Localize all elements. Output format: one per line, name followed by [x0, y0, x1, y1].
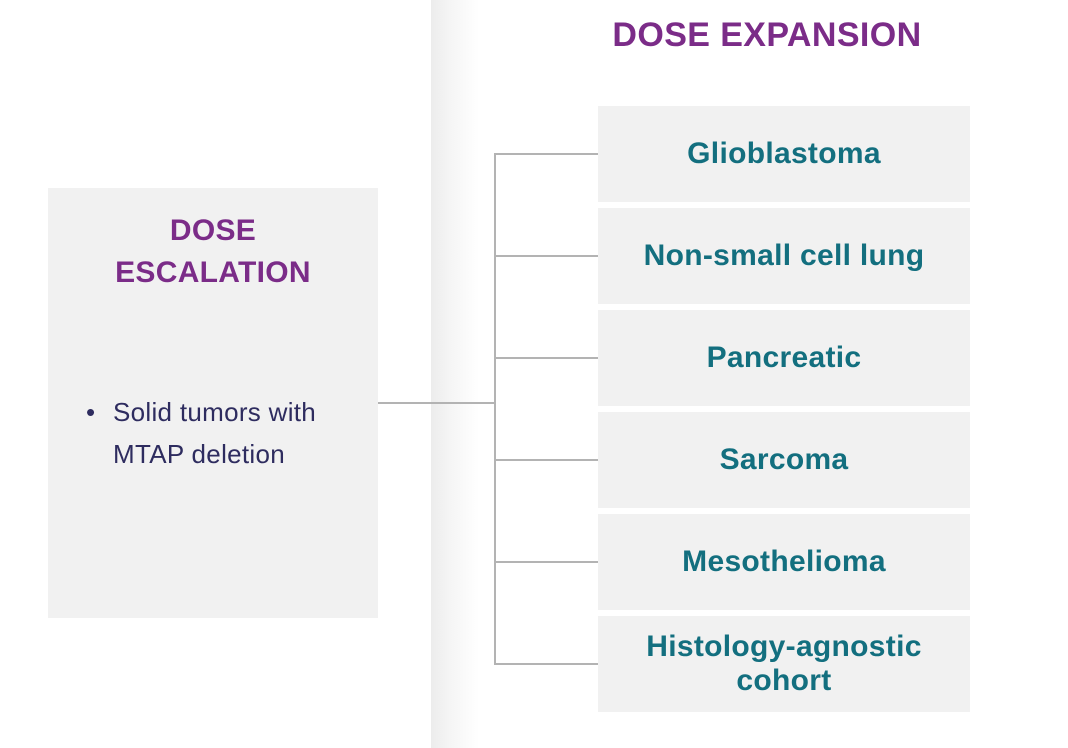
page-fold-gradient: [431, 0, 479, 748]
cohort-box-sarcoma: Sarcoma: [598, 412, 970, 508]
bullet-icon: •: [86, 397, 96, 427]
dose-escalation-box: DOSE ESCALATION • Solid tumors with MTAP…: [48, 188, 378, 618]
connector-branch-line: [494, 459, 598, 461]
cohort-label: Sarcoma: [719, 443, 849, 476]
dose-escalation-title: DOSE ESCALATION: [115, 214, 311, 289]
escalation-bullet-text: Solid tumors with MTAP deletion: [113, 397, 317, 469]
cohort-label: Mesothelioma: [682, 545, 886, 578]
cohort-label: Non-small cell lung: [643, 239, 925, 272]
connector-root-line: [378, 402, 496, 404]
connector-branch-line: [494, 357, 598, 359]
cohort-box-non-small-cell-lung: Non-small cell lung: [598, 208, 970, 304]
cohort-label: Histology-agnostic cohort: [646, 630, 922, 697]
connector-trunk-line: [494, 153, 496, 665]
cohort-label: Glioblastoma: [687, 137, 881, 170]
cohort-box-pancreatic: Pancreatic: [598, 310, 970, 406]
cohort-box-glioblastoma: Glioblastoma: [598, 106, 970, 202]
connector-branch-line: [494, 153, 598, 155]
connector-branch-line: [494, 255, 598, 257]
dose-expansion-title: DOSE EXPANSION: [612, 16, 922, 54]
connector-branch-line: [494, 663, 598, 665]
cohort-box-histology-agnostic: Histology-agnostic cohort: [598, 616, 970, 712]
cohort-box-mesothelioma: Mesothelioma: [598, 514, 970, 610]
cohort-label: Pancreatic: [706, 341, 862, 374]
connector-branch-line: [494, 561, 598, 563]
escalation-bullet-item: • Solid tumors with MTAP deletion: [86, 391, 363, 475]
